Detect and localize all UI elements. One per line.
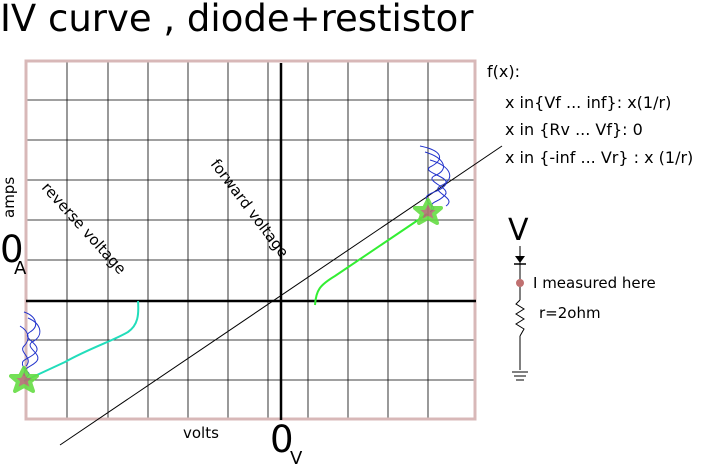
measure-label: I measured here	[533, 274, 656, 292]
y-zero-unit: A	[14, 258, 27, 279]
x-zero-label: 0	[270, 418, 294, 461]
reverse-curve	[23, 300, 140, 382]
diode-symbol	[514, 256, 526, 265]
forward-curve	[314, 213, 428, 306]
resistor-line	[59, 145, 503, 446]
y-axis-label: amps	[0, 177, 18, 218]
source-label: V	[508, 213, 529, 248]
formula-line-3: x in {-inf ... Vr} : x (1/r)	[505, 148, 693, 167]
x-zero-unit: V	[290, 448, 303, 464]
forward-voltage-label: forward voltage	[207, 156, 293, 261]
diagram-title: IV curve , diode+restistor	[0, 0, 474, 40]
star-forward	[413, 198, 443, 225]
x-axis-label: volts	[183, 424, 219, 442]
measure-point	[516, 279, 524, 287]
reverse-voltage-label: reverse voltage	[38, 179, 130, 278]
circuit-wires	[515, 246, 525, 370]
graph-border	[24, 59, 477, 421]
formula-line-2: x in {Rv ... Vf}: 0	[505, 120, 643, 139]
y-zero-label: 0	[0, 228, 24, 271]
noise-squiggle-forward	[419, 145, 451, 213]
formula-header: f(x):	[487, 62, 520, 81]
star-reverse	[9, 366, 39, 393]
resistor-label: r=2ohm	[539, 304, 601, 322]
formula-line-1: x in{Vf ... inf}: x(1/r)	[505, 93, 671, 112]
grid	[26, 61, 475, 419]
ground-symbol	[512, 371, 528, 381]
